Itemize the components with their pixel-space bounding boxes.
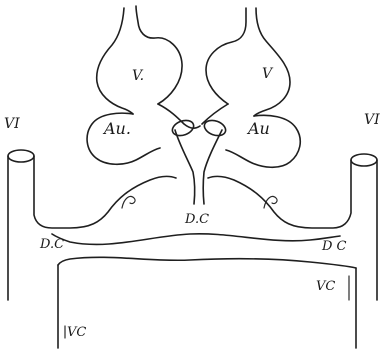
label-left-ventricle: V. xyxy=(132,68,144,84)
label-central-duct: D.C xyxy=(184,212,209,227)
label-left-duct: D.C xyxy=(39,237,64,252)
label-right-duct: D C xyxy=(321,239,347,254)
central-trunk-outline xyxy=(175,130,222,204)
left-vein-column xyxy=(8,156,176,300)
label-left-vena-cava: VC xyxy=(67,325,86,340)
left-ventricle-outline xyxy=(97,6,182,114)
label-right-vena-cava: VC xyxy=(316,279,335,294)
right-ventricle-outline xyxy=(206,8,290,116)
transverse-duct-bottom xyxy=(58,257,356,268)
transverse-duct-top xyxy=(52,234,340,245)
label-left-atrium: Au. xyxy=(102,119,131,138)
right-vein-top xyxy=(351,154,377,166)
label-left-vein: VI xyxy=(4,116,20,132)
left-valve-mark xyxy=(122,196,135,208)
right-vein-column xyxy=(208,160,377,300)
label-right-ventricle: V xyxy=(262,66,274,82)
label-right-atrium: Au xyxy=(246,119,270,138)
label-right-vein: VI xyxy=(364,112,380,128)
left-vein-top xyxy=(8,150,34,162)
